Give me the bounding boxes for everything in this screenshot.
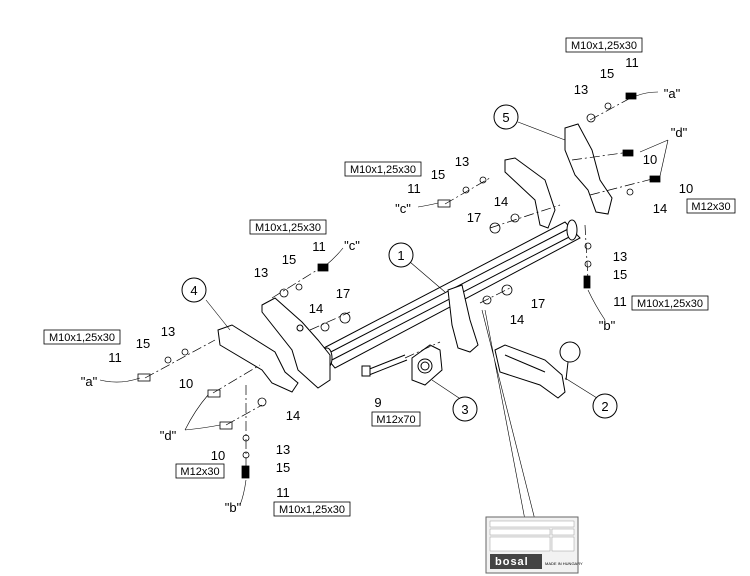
label-13: 13 [455, 154, 469, 169]
label-9: 9 [374, 395, 381, 410]
label-13: 13 [613, 249, 627, 264]
spec-texts: M10x1,25x30 M10x1,25x30 M10x1,25x30 M10x… [49, 40, 731, 516]
label-13: 13 [161, 324, 175, 339]
label-c: "c" [344, 238, 360, 253]
tow-ball [494, 341, 581, 399]
label-b: "b" [599, 318, 616, 333]
label-15: 15 [600, 66, 614, 81]
label-15: 15 [136, 336, 150, 351]
spec-center-m12x70: M12x70 [376, 414, 415, 426]
callout-4: 4 [190, 283, 197, 298]
spec-right-mid: M10x1,25x30 [637, 298, 703, 310]
label-10: 10 [679, 181, 693, 196]
callout-5: 5 [502, 110, 509, 125]
spec-mid-top: M10x1,25x30 [350, 164, 416, 176]
label-11: 11 [625, 55, 639, 70]
label-14: 14 [510, 312, 524, 327]
label-17: 17 [336, 286, 350, 301]
label-11: 11 [276, 485, 290, 500]
part-labels: 11 15 13 "a" "d" 10 10 14 13 15 11 "b" 1… [81, 55, 693, 515]
label-11: 11 [407, 181, 421, 196]
plate-made-in: MADE IN HUNGARY [545, 561, 583, 566]
fasteners [137, 92, 661, 479]
label-11: 11 [312, 239, 326, 254]
label-13: 13 [254, 265, 268, 280]
label-15: 15 [431, 167, 445, 182]
label-15: 15 [282, 252, 296, 267]
spec-left-m12: M12x30 [180, 466, 219, 478]
label-c: "c" [395, 201, 411, 216]
spec-top-right: M10x1,25x30 [571, 40, 637, 52]
spec-bottom: M10x1,25x30 [279, 504, 345, 516]
label-14: 14 [286, 408, 300, 423]
label-d: "d" [160, 428, 177, 443]
bolt-9 [361, 354, 408, 377]
label-10: 10 [211, 448, 225, 463]
label-a: "a" [664, 86, 681, 101]
label-14: 14 [494, 194, 508, 209]
callout-2: 2 [601, 399, 608, 414]
leader-lines [99, 91, 669, 521]
spec-left-mid: M10x1,25x30 [255, 222, 321, 234]
label-10: 10 [643, 152, 657, 167]
label-17: 17 [531, 296, 545, 311]
callout-1: 1 [397, 248, 404, 263]
socket-plate [411, 344, 443, 386]
spec-boxes [43, 37, 736, 517]
label-13: 13 [574, 82, 588, 97]
type-plate [485, 516, 579, 574]
plate-brand: bosal [495, 556, 529, 568]
spec-left: M10x1,25x30 [49, 332, 115, 344]
label-15: 15 [276, 460, 290, 475]
spec-right-m12: M12x30 [691, 201, 730, 213]
label-15: 15 [613, 267, 627, 282]
label-14: 14 [309, 301, 323, 316]
label-14: 14 [653, 201, 667, 216]
label-10: 10 [179, 376, 193, 391]
callout-circles [181, 104, 618, 422]
label-b: "b" [225, 500, 242, 515]
label-11: 11 [613, 294, 627, 309]
label-a: "a" [81, 374, 98, 389]
callout-numbers: 5 1 4 3 2 [190, 110, 608, 417]
type-plate-text: bosal MADE IN HUNGARY [495, 556, 583, 568]
right-bracket [504, 123, 613, 229]
center-mount [447, 284, 479, 353]
axis-lines [144, 94, 657, 470]
left-bracket [217, 297, 331, 393]
callout-3: 3 [461, 402, 468, 417]
label-11: 11 [108, 350, 122, 365]
label-13: 13 [276, 442, 290, 457]
label-d: "d" [671, 125, 688, 140]
label-17: 17 [467, 210, 481, 225]
